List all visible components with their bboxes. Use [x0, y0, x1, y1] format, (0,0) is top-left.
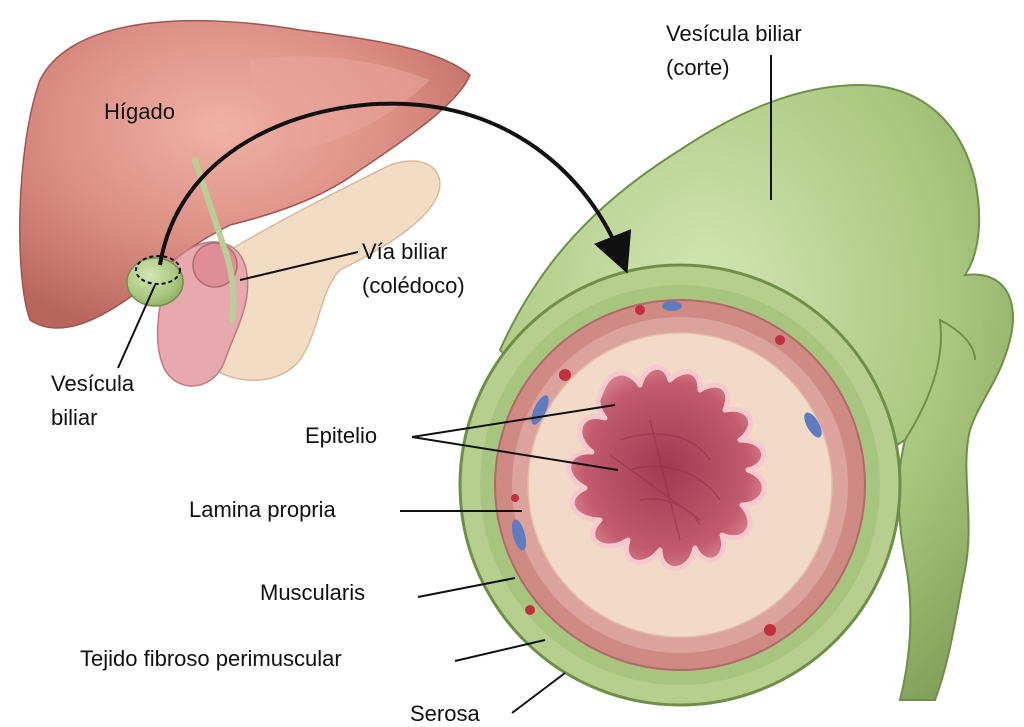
label-higado: Hígado: [104, 99, 175, 125]
label-via-biliar-line2: (colédoco): [362, 273, 465, 299]
label-lamina-propria: Lamina propria: [189, 497, 336, 523]
label-vesicula-line1: Vesícula: [51, 371, 134, 397]
label-serosa: Serosa: [410, 701, 480, 727]
label-muscularis: Muscularis: [260, 580, 365, 606]
label-vesicula-corte-line2: (corte): [666, 55, 730, 81]
label-vesicula-line2: biliar: [51, 405, 97, 431]
artery-5: [525, 605, 535, 615]
leader-tejido: [455, 640, 545, 661]
artery-1: [559, 369, 571, 381]
label-via-biliar-line1: Vía biliar: [362, 239, 448, 265]
small-gallbladder: [127, 258, 183, 306]
vessel-4: [662, 301, 682, 311]
label-tejido-fibroso: Tejido fibroso perimuscular: [80, 646, 342, 672]
leader-serosa: [512, 673, 565, 713]
artery-4: [764, 624, 776, 636]
label-vesicula-corte-line1: Vesícula biliar: [666, 21, 802, 47]
label-epitelio: Epitelio: [305, 423, 377, 449]
artery-6: [511, 494, 519, 502]
artery-3: [775, 335, 785, 345]
artery-2: [635, 305, 645, 315]
